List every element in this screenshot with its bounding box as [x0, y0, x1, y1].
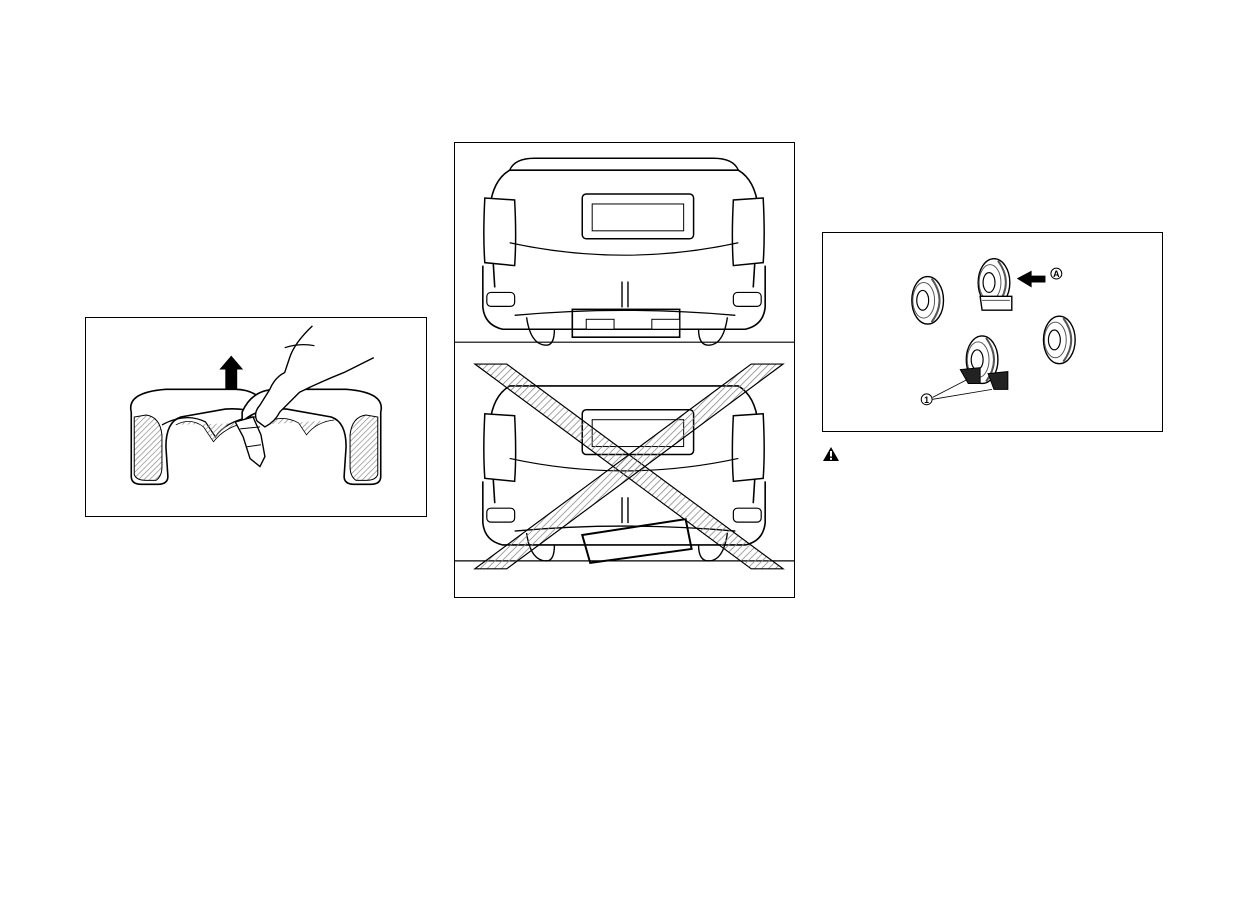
- vehicle-rear-jack-placement-illustration-icon: [455, 143, 794, 597]
- wheel-chock-figure: A 1: [822, 232, 1163, 432]
- callout-a-label: A: [1053, 269, 1060, 279]
- spare-tire-removal-illustration-icon: [86, 318, 426, 516]
- wheel-chock-illustration-icon: A 1: [823, 233, 1162, 431]
- callout-1-label: 1: [924, 395, 929, 405]
- spare-tire-removal-figure: [85, 317, 427, 517]
- warning-triangle-icon: [822, 446, 840, 462]
- vehicle-rear-jack-figure: [454, 142, 795, 598]
